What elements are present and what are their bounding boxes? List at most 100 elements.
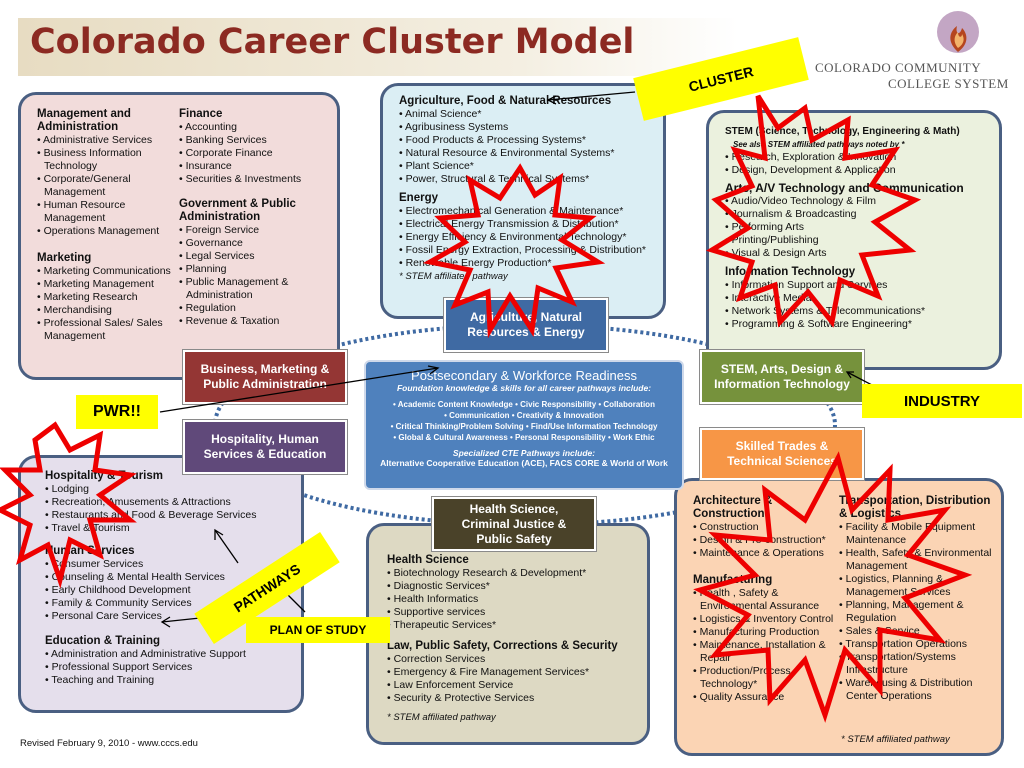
agri-heading: Agriculture, Food & Natural Resources [399,95,612,107]
transportation-list: Facility & Mobile Equipment Maintenance … [839,521,999,703]
list-item: Consumer Services [45,558,291,571]
list-item: Law Enforcement Service [387,679,637,692]
stem-affiliated-note: See also STEM affiliated pathways noted … [733,140,905,149]
mgmt-list: Administrative Services Business Informa… [37,134,177,238]
list-item: Travel & Tourism [45,522,291,535]
center-title: Postsecondary & Workforce Readiness [411,368,637,383]
list-item: Operations Management [37,225,177,238]
list-item: Correction Services [387,653,637,666]
list-item: Professional Sales/ Sales Management [37,317,177,343]
hospitality-list: Lodging Recreation, Amusements & Attract… [45,483,291,535]
list-item: Warehousing & Distribution Center Operat… [839,677,999,703]
list-item: Quality Assurance [693,691,835,704]
list-item: Governance [179,237,329,250]
list-item: Interactive Media [725,292,989,305]
callout-plan-of-study: PLAN OF STUDY [246,617,390,643]
law-heading: Law, Public Safety, Corrections & Securi… [387,640,618,652]
stem-heading: STEM (Science, Technology, Engineering &… [725,126,960,137]
list-item: Securities & Investments [179,173,329,186]
list-item: Foreign Service [179,224,329,237]
list-item: Corporate Finance [179,147,329,160]
list-item: Accounting [179,121,329,134]
list-item: Supportive services [387,606,637,619]
list-item: Emergency & Fire Management Services* [387,666,637,679]
pwr-center-box: Postsecondary & Workforce Readiness Foun… [364,360,684,490]
marketing-list: Marketing Communications Marketing Manag… [37,265,177,343]
title-band [18,18,738,76]
list-item: Human Resource Management [37,199,177,225]
list-item: Personal Care Services [45,610,291,623]
list-item: Lodging [45,483,291,496]
gov-heading: Government & Public Administration [179,198,296,223]
list-item: Design & Pre-construction* [693,534,835,547]
list-item: Renewable Energy Production* [399,257,653,270]
list-item: Food Products & Processing Systems* [399,134,653,147]
list-item: Regulation [179,302,329,315]
education-list: Administration and Administrative Suppor… [45,648,291,687]
skills-line: • Communication • Creativity & Innovatio… [444,411,604,420]
energy-list: Electromechanical Generation & Maintenan… [399,205,653,270]
cluster-tag-agriculture: Agriculture, Natural Resources & Energy [444,298,608,352]
list-item: Recreation, Amusements & Attractions [45,496,291,509]
center-subtitle: Foundation knowledge & skills for all ca… [396,383,652,393]
list-item: Facility & Mobile Equipment Maintenance [839,521,999,547]
health-pathways-box: Health Science Biotechnology Research & … [366,523,650,745]
it-list: Information Support and Services Interac… [725,279,989,331]
list-item: Public Management & Administration [179,276,329,302]
list-item: Journalism & Broadcasting [725,208,989,221]
list-item: Research, Exploration & Innovation [725,151,989,164]
it-heading: Information Technology [725,266,856,278]
list-item: Visual & Design Arts [725,247,989,260]
energy-heading: Energy [399,192,438,204]
manufacturing-list: Health , Safety & Environmental Assuranc… [693,587,835,704]
finance-heading: Finance [179,108,223,120]
list-item: Professional Support Services [45,661,291,674]
cluster-tag-business: Business, Marketing & Public Administrat… [183,350,347,404]
cluster-tag-health: Health Science, Criminal Justice & Publi… [432,497,596,551]
list-item: Planning [179,263,329,276]
list-item: Manufacturing Production [693,626,835,639]
list-item: Transportation/Systems Infrastructure [839,651,999,677]
list-item: Administration and Administrative Suppor… [45,648,291,661]
org-name-line1: Colorado Community [815,60,982,75]
list-item: Electrical Energy Transmission & Distrib… [399,218,653,231]
cte-line: Alternative Cooperative Education (ACE),… [380,458,668,468]
gov-list: Foreign Service Governance Legal Service… [179,224,329,328]
list-item: Legal Services [179,250,329,263]
list-item: Corporate/General Management [37,173,177,199]
list-item: Agribusiness Systems [399,121,653,134]
education-heading: Education & Training [45,635,161,647]
list-item: Marketing Management [37,278,177,291]
transportation-heading: Transportation, Distribution & Logistics [839,495,991,520]
list-item: Diagnostic Services* [387,580,637,593]
list-item: Information Support and Services [725,279,989,292]
stem-note: * STEM affiliated pathway [399,271,508,282]
list-item: Logistics & Inventory Control [693,613,835,626]
manufacturing-heading: Manufacturing [693,574,773,586]
architecture-heading: Architecture & Construction [693,495,773,520]
business-pathways-box: Management and Administration Administra… [18,92,340,380]
list-item: Merchandising [37,304,177,317]
stem-note: * STEM affiliated pathway [387,712,496,723]
arts-list: Audio/Video Technology & Film Journalism… [725,195,989,260]
list-item: Printing/Publishing [725,234,989,247]
cte-title: Specialized CTE Pathways include: [452,448,596,458]
law-list: Correction Services Emergency & Fire Man… [387,653,637,705]
list-item: Restaurants and Food & Beverage Services [45,509,291,522]
list-item: Design, Development & Application [725,164,989,177]
list-item: Biotechnology Research & Development* [387,567,637,580]
skilled-trades-pathways-box: Architecture & Construction Construction… [674,478,1004,756]
cccs-logo-icon [937,11,979,53]
list-item: Marketing Research [37,291,177,304]
list-item: Natural Resource & Environmental Systems… [399,147,653,160]
list-item: Electromechanical Generation & Maintenan… [399,205,653,218]
list-item: Teaching and Training [45,674,291,687]
list-item: Construction [693,521,835,534]
callout-industry: INDUSTRY [862,384,1022,418]
list-item: Production/Process Technology* [693,665,835,691]
page-title: Colorado Career Cluster Model [30,22,635,62]
mgmt-heading: Management and Administration [37,108,131,133]
cluster-tag-hospitality: Hospitality, Human Services & Education [183,420,347,474]
stem-note: * STEM affiliated pathway [841,734,950,745]
list-item: Insurance [179,160,329,173]
